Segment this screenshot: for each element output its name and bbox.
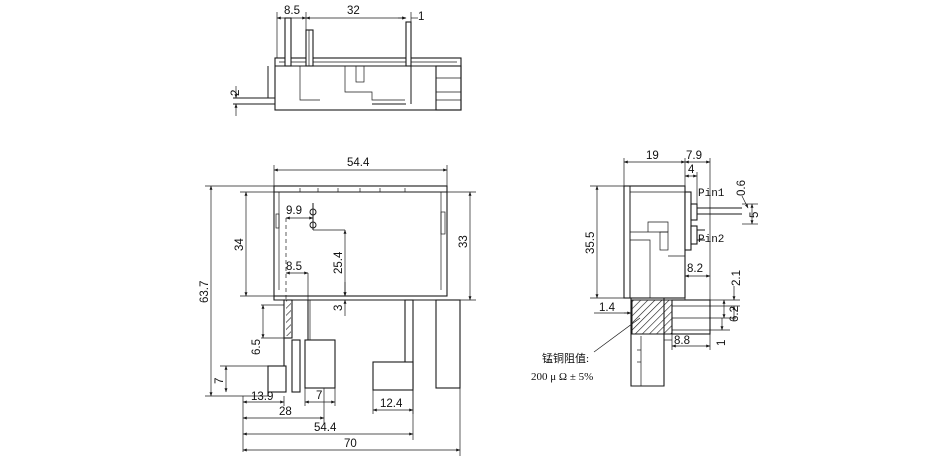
dim-front-7-left: 7 xyxy=(214,378,226,384)
dim-side-7-9: 7.9 xyxy=(686,150,702,162)
dim-side-4: 4 xyxy=(688,164,695,176)
dim-front-28: 28 xyxy=(279,406,292,418)
dim-side-8-2: 8.2 xyxy=(687,263,703,275)
dim-top-32: 32 xyxy=(347,5,360,17)
top-view: 8.5 32 1 2 xyxy=(230,5,462,116)
dim-front-70: 70 xyxy=(344,438,357,450)
shunt-resistance-note: 锰铜阻值: 200 μ Ω ± 5% xyxy=(531,351,593,383)
dim-front-54-4-top: 54.4 xyxy=(347,157,370,169)
dim-top-8-5: 8.5 xyxy=(284,5,300,17)
dim-side-1: 1 xyxy=(716,340,728,346)
dim-top-2: 2 xyxy=(230,90,242,96)
dim-front-63-7: 63.7 xyxy=(199,281,211,303)
note-line-1: 锰铜阻值: xyxy=(542,351,589,365)
dim-side-8-8: 8.8 xyxy=(674,335,690,347)
dim-front-6-5: 6.5 xyxy=(251,339,263,355)
dim-front-25-4: 25.4 xyxy=(333,251,345,274)
dim-front-13-9: 13.9 xyxy=(251,391,273,403)
note-line-2: 200 μ Ω ± 5% xyxy=(531,371,593,383)
dim-side-2-1: 2.1 xyxy=(731,270,743,286)
dim-front-3: 3 xyxy=(333,305,345,311)
dim-side-6-2: 6.2 xyxy=(729,306,741,322)
dim-side-5: 5 xyxy=(749,212,761,218)
dim-front-12-4: 12.4 xyxy=(380,398,403,410)
dim-side-0-6: 0.6 xyxy=(736,180,748,196)
dim-front-34: 34 xyxy=(234,238,246,251)
front-view: 54.4 34 63.7 33 9.9 25.4 8.5 3 6.5 xyxy=(199,157,476,456)
dim-front-9-9: 9.9 xyxy=(286,205,302,217)
dim-side-1-4: 1.4 xyxy=(599,302,616,314)
dim-front-54-4-bottom: 54.4 xyxy=(314,422,337,434)
dim-front-7-pin: 7 xyxy=(316,390,322,402)
label-pin1: Pin1 xyxy=(698,188,725,200)
dim-front-8-5: 8.5 xyxy=(286,261,302,273)
dim-side-19: 19 xyxy=(646,150,659,162)
dim-top-1: 1 xyxy=(418,11,424,23)
dim-front-33: 33 xyxy=(458,235,470,248)
label-pin2: Pin2 xyxy=(698,234,724,246)
dim-side-35-5: 35.5 xyxy=(585,232,597,254)
side-view: 19 7.9 4 Pin1 Pin2 0.6 5 35.5 8.2 2.1 xyxy=(585,150,761,387)
